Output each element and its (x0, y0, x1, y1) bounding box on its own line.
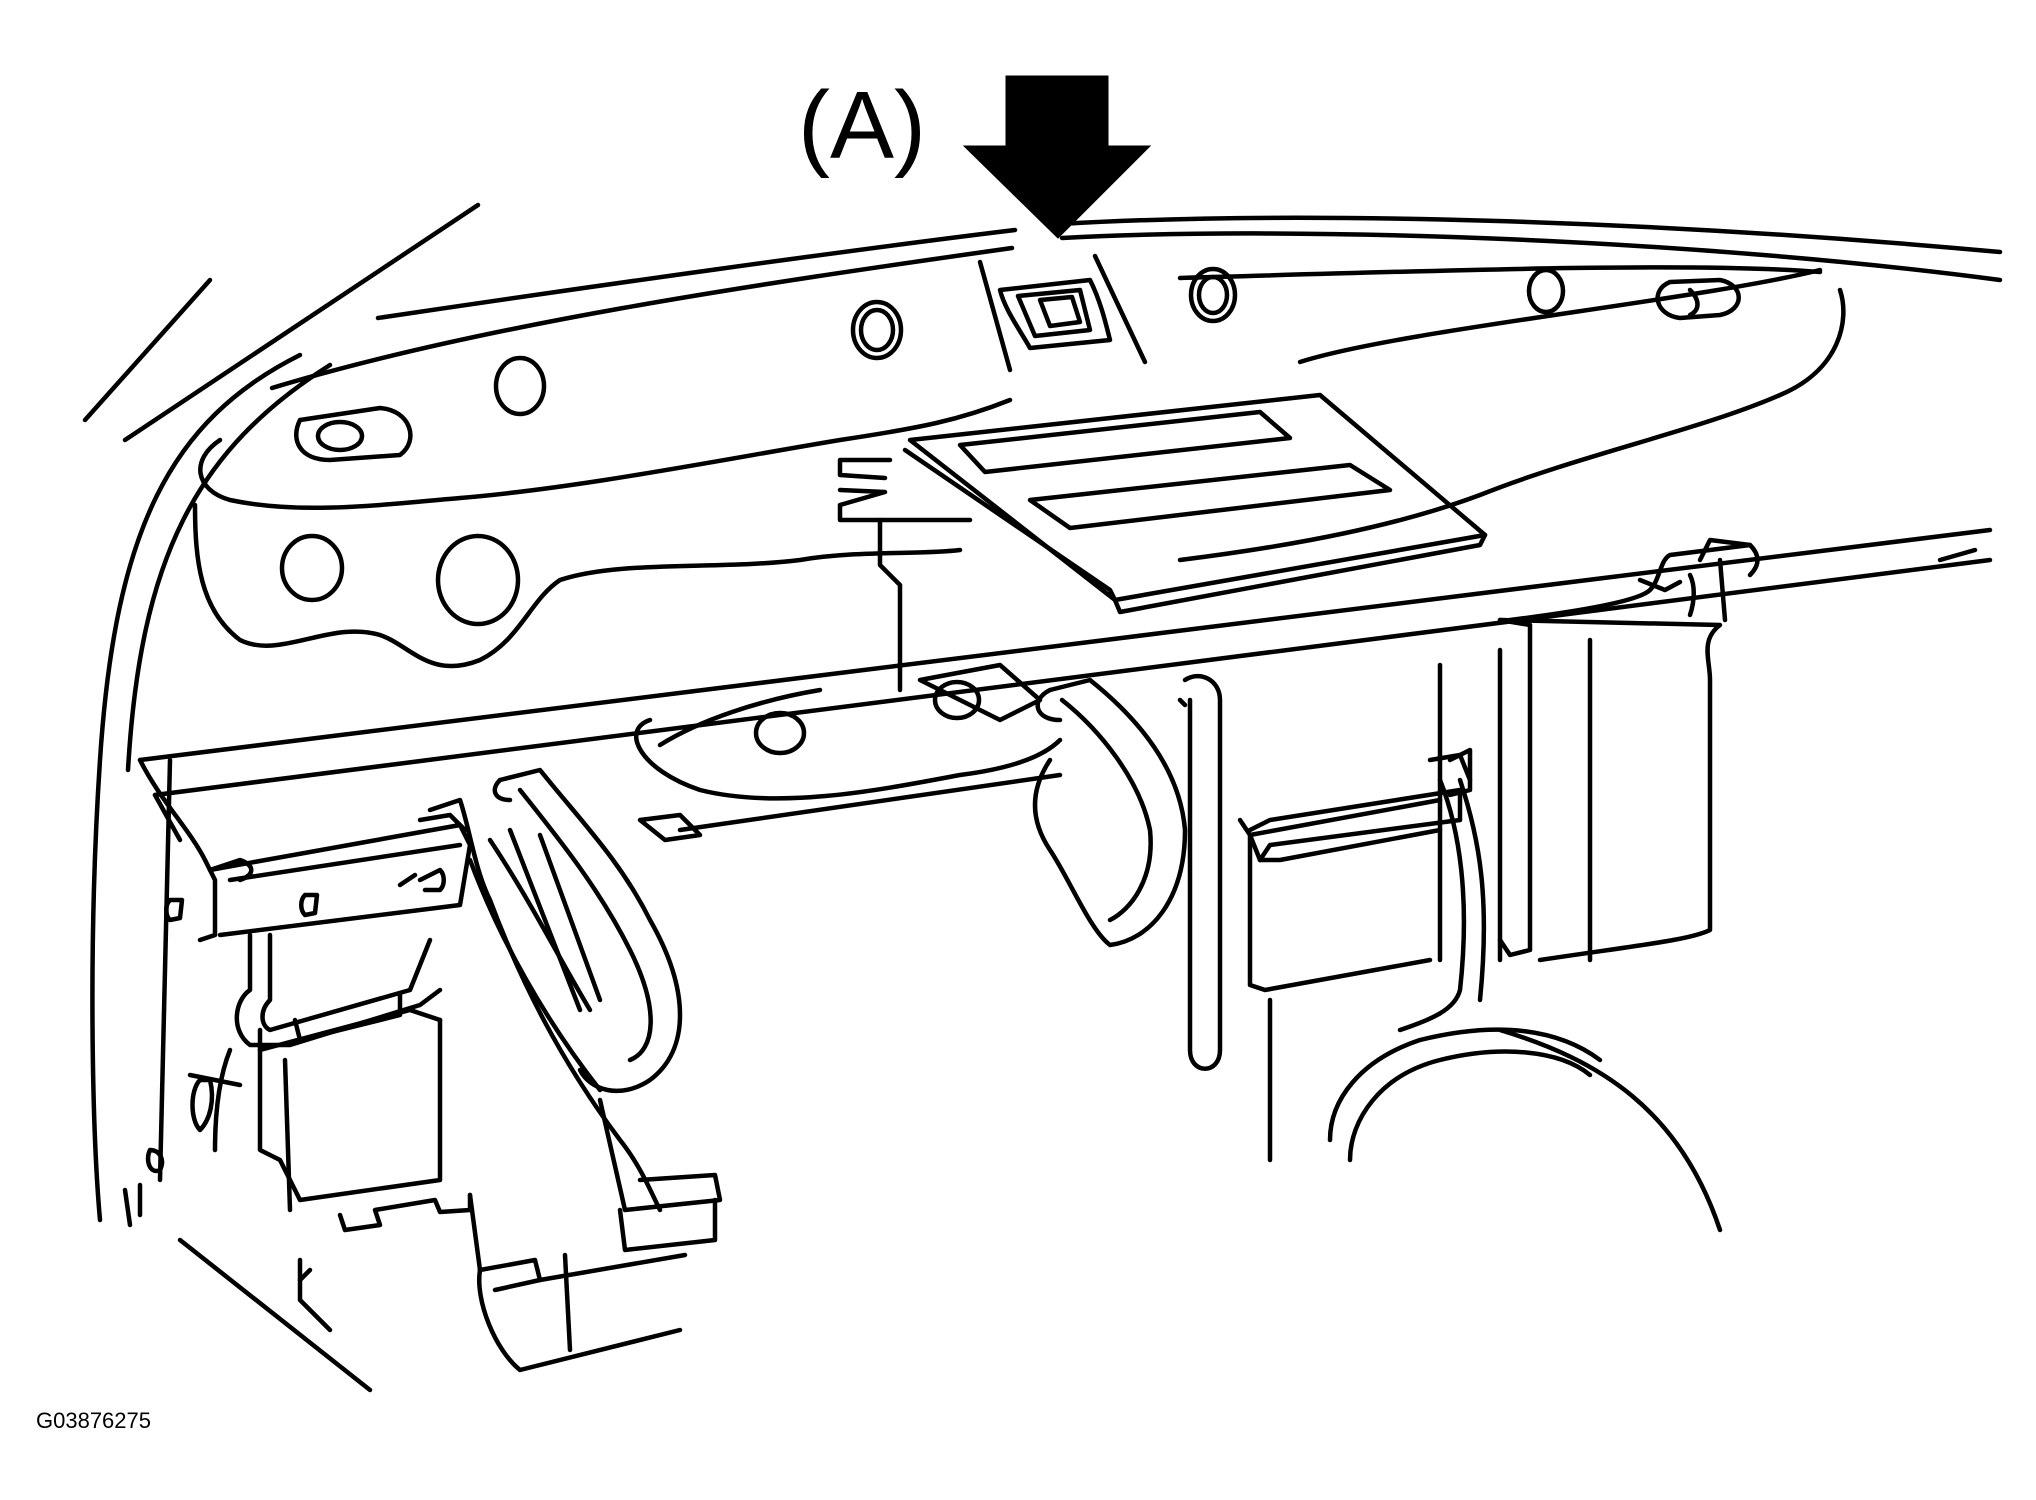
dashboard-top-edge (82, 202, 2003, 443)
center-tube (1032, 673, 1223, 1071)
lower-bracket (634, 662, 1063, 843)
switch-a (997, 277, 1113, 351)
callout-label-a: (A) (798, 72, 926, 179)
right-module (1237, 542, 1760, 1163)
center-harness (427, 767, 723, 1373)
lower-console (177, 1192, 573, 1393)
figure-code: G03876275 (36, 1408, 151, 1433)
cross-beam (137, 527, 1993, 798)
wire-harness-loop (1327, 1027, 1723, 1233)
upper-dash-panel (192, 253, 1846, 669)
tray-panel (837, 392, 1488, 693)
a-pillar (90, 352, 333, 1223)
left-connector-assembly (122, 757, 473, 1233)
harness-strap (1177, 537, 1753, 863)
down-arrow-icon (962, 75, 1152, 239)
